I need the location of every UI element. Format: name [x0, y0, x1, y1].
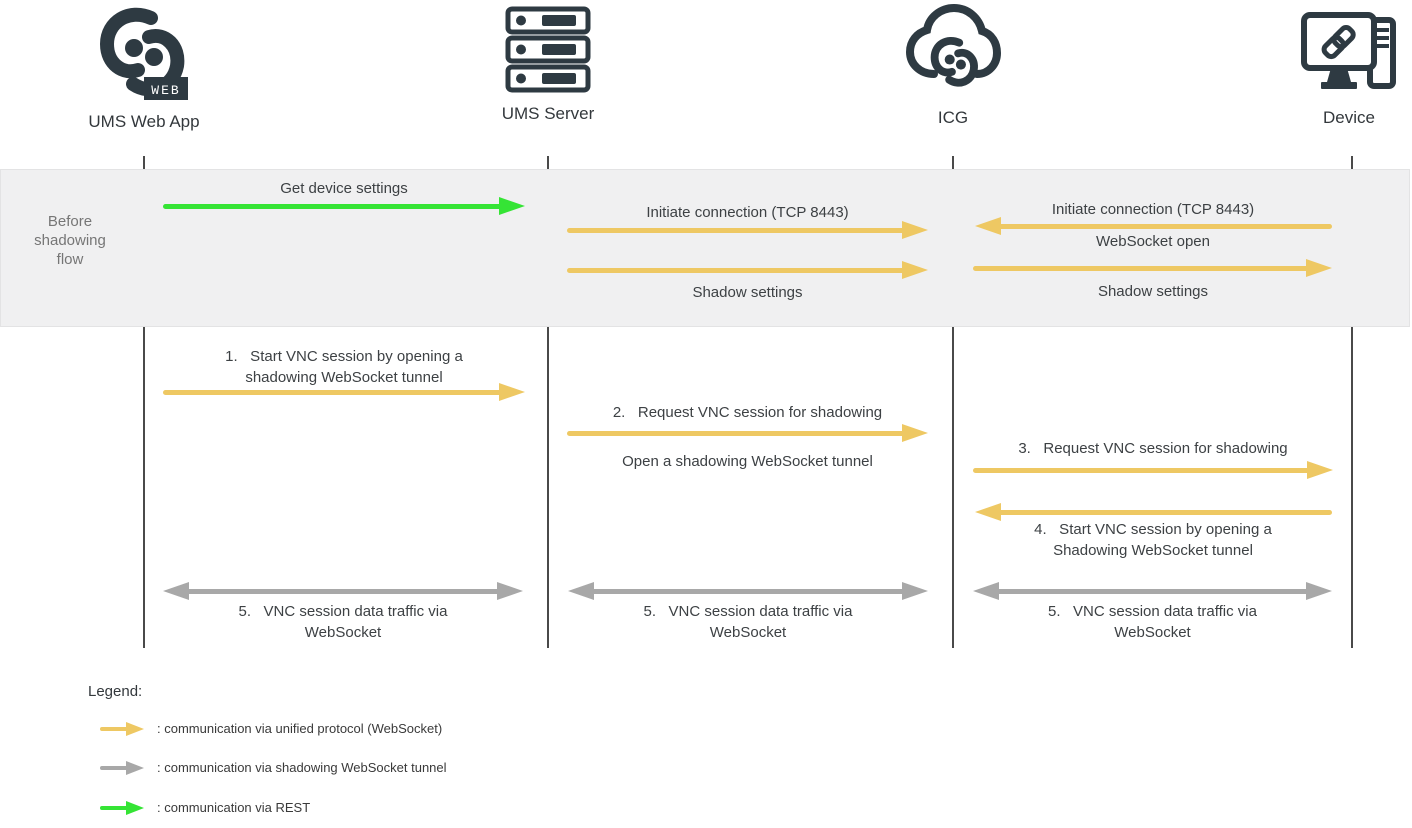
- arrow-shaft: [973, 265, 1312, 271]
- legend-item-rest: : communication via REST: [157, 800, 311, 815]
- arrow-head-left: [973, 582, 999, 600]
- actor-icg: ICG: [833, 2, 1073, 128]
- arrow-shaft: [567, 267, 908, 273]
- actor-label-device: Device: [1323, 108, 1375, 127]
- arrow-step5-webapp-server: [163, 582, 523, 600]
- arrow-shaft: [995, 223, 1332, 229]
- arrow-head-right: [126, 801, 144, 815]
- arrow-shaft: [993, 588, 1312, 594]
- legend-shadow-tunnel-arrow-icon: [100, 761, 144, 775]
- arrow-step1: [163, 383, 525, 401]
- arrow-initiate-connection-device-icg: [975, 217, 1332, 235]
- arrow-shadow-settings-icg-device: [973, 259, 1332, 277]
- arrow-head-right: [1306, 582, 1332, 600]
- lifeline-icg: [952, 156, 954, 648]
- actor-label-ums-server: UMS Server: [501, 104, 595, 123]
- arrow-head-left: [163, 582, 189, 600]
- msg-step5-server-icg: 5. VNC session data traffic via WebSocke…: [643, 603, 853, 641]
- arrow-shaft: [588, 588, 908, 594]
- arrow-shaft: [100, 806, 129, 810]
- arrow-head-right: [497, 582, 523, 600]
- arrow-step5-server-icg: [568, 582, 928, 600]
- arrow-head-right: [902, 261, 928, 279]
- msg-initiate-connection-server-icg: Initiate connection (TCP 8443): [646, 204, 849, 221]
- arrow-shaft: [100, 766, 129, 770]
- cloud-gateway-icon: [903, 2, 1003, 98]
- arrow-shaft: [995, 509, 1332, 515]
- arrow-shaft: [163, 203, 505, 209]
- actor-device: Device: [1229, 12, 1412, 128]
- msg-initiate-connection-device-icg: Initiate connection (TCP 8443): [1051, 201, 1255, 218]
- msg-get-device-settings: Get device settings: [280, 180, 408, 197]
- msg-shadow-settings-icg-device: Shadow settings: [1097, 283, 1209, 300]
- arrow-step2: [567, 424, 928, 442]
- arrow-shaft: [100, 727, 129, 731]
- arrow-head-right: [1306, 259, 1332, 277]
- server-rack-icon: [498, 6, 598, 94]
- arrow-shaft: [567, 430, 908, 436]
- arrow-get-device-settings: [163, 197, 525, 215]
- device-monitor-icon: [1301, 12, 1397, 98]
- msg-shadow-settings-server-icg: Shadow settings: [692, 284, 803, 301]
- legend-title: Legend:: [88, 683, 143, 700]
- arrow-step5-icg-device: [973, 582, 1332, 600]
- web-badge-text: WEB: [151, 83, 180, 98]
- arrow-head-right: [126, 722, 144, 736]
- arrow-shaft: [973, 467, 1313, 473]
- arrow-head-right: [499, 383, 525, 401]
- legend-item-unified-protocol: : communication via unified protocol (We…: [157, 721, 443, 736]
- msg-step4: 4. Start VNC session by opening a Shadow…: [1034, 521, 1272, 559]
- arrow-head-left: [975, 503, 1001, 521]
- arrow-head-right: [902, 221, 928, 239]
- legend-unified-protocol-arrow-icon: [100, 722, 144, 736]
- arrow-head-right: [1307, 461, 1333, 479]
- msg-step5-webapp-server: 5. VNC session data traffic via WebSocke…: [238, 603, 448, 641]
- phase-band-label: Before shadowing flow: [34, 213, 106, 268]
- legend-item-shadow-tunnel: : communication via shadowing WebSocket …: [157, 760, 447, 775]
- msg-step1: 1. Start VNC session by opening a shadow…: [225, 348, 463, 386]
- ums-web-app-logo-icon: WEB: [97, 6, 191, 102]
- arrow-step4: [975, 503, 1332, 521]
- lifeline-ums-server: [547, 156, 549, 648]
- arrow-head-left: [568, 582, 594, 600]
- actor-ums-web-app: WEB UMS Web App: [24, 6, 264, 132]
- msg-step2: 2. Request VNC session for shadowing: [612, 404, 883, 421]
- arrow-shaft: [183, 588, 503, 594]
- arrow-shadow-settings-server-icg: [567, 261, 928, 279]
- arrow-step3: [973, 461, 1333, 479]
- arrow-head-right: [499, 197, 525, 215]
- arrow-shaft: [567, 227, 908, 233]
- arrow-head-right: [126, 761, 144, 775]
- arrow-head-right: [902, 424, 928, 442]
- msg-step3: 3. Request VNC session for shadowing: [1018, 440, 1288, 457]
- legend-rest-arrow-icon: [100, 801, 144, 815]
- arrow-head-right: [902, 582, 928, 600]
- lifeline-ums-web-app: [143, 156, 145, 648]
- actor-label-icg: ICG: [937, 108, 969, 127]
- web-badge: [144, 77, 188, 100]
- msg-websocket-open: WebSocket open: [1096, 233, 1210, 250]
- arrow-shaft: [163, 389, 505, 395]
- actor-label-ums-web-app: UMS Web App: [88, 112, 200, 131]
- msg-step2-sub: Open a shadowing WebSocket tunnel: [622, 453, 873, 470]
- before-shadowing-phase-band: [0, 169, 1410, 327]
- msg-step5-icg-device: 5. VNC session data traffic via WebSocke…: [1048, 603, 1257, 641]
- arrow-initiate-connection-server-icg: [567, 221, 928, 239]
- lifeline-device: [1351, 156, 1353, 648]
- actor-ums-server: UMS Server: [428, 6, 668, 124]
- arrow-head-left: [975, 217, 1001, 235]
